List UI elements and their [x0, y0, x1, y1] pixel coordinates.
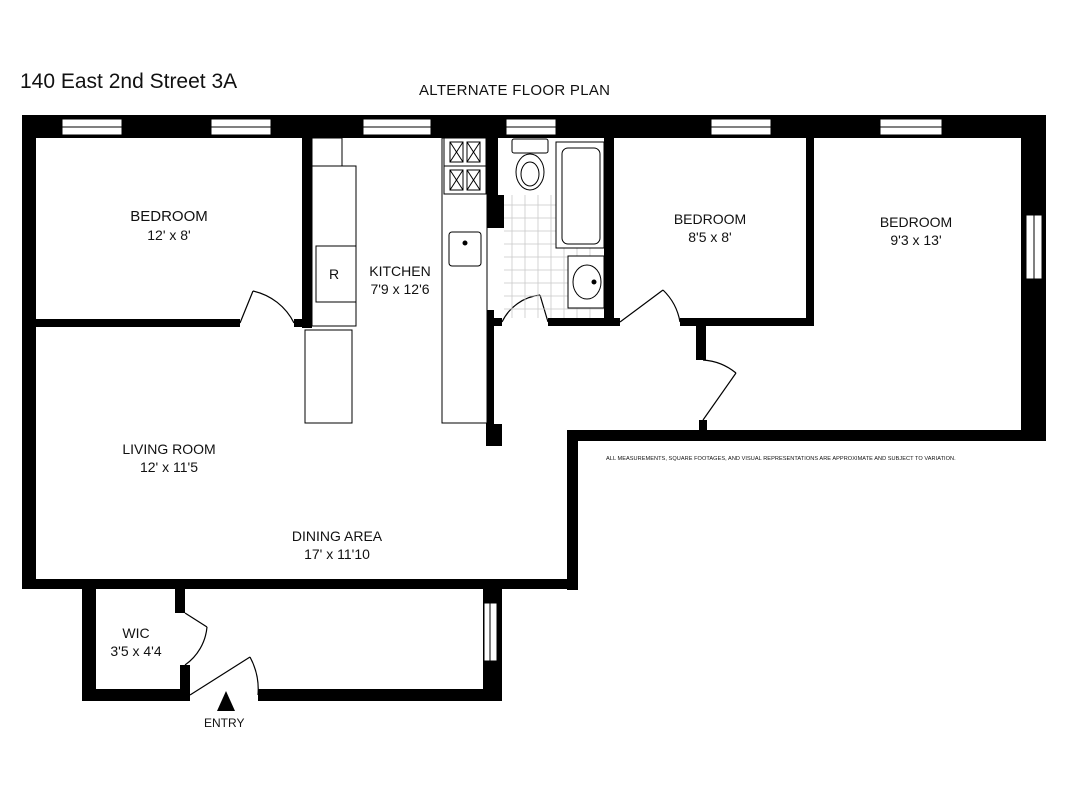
- room-label-living-room: LIVING ROOM 12' x 11'5: [104, 440, 234, 476]
- room-name: LIVING ROOM: [122, 441, 216, 457]
- room-size: 3'5 x 4'4: [110, 643, 162, 659]
- room-size: 12' x 11'5: [139, 459, 199, 475]
- toilet-tank: [511, 138, 549, 154]
- kitchen-fixtures: [304, 137, 488, 424]
- refrigerator-label: R: [329, 266, 340, 282]
- interior-walls: [36, 138, 814, 695]
- kitchen-counter-upper: [311, 137, 343, 167]
- entry-label: ENTRY: [204, 716, 245, 730]
- exterior-walls: [22, 115, 1046, 701]
- room-label-kitchen: KITCHEN 7'9 x 12'6: [356, 262, 444, 298]
- room-name: BEDROOM: [673, 211, 747, 227]
- room-size: 7'9 x 12'6: [370, 281, 430, 297]
- entry-arrow-icon: [217, 691, 235, 711]
- room-name: BEDROOM: [130, 208, 208, 225]
- room-size: 17' x 11'10: [304, 546, 370, 562]
- room-size: 9'3 x 13': [890, 232, 942, 248]
- disclaimer-text: ALL MEASUREMENTS, SQUARE FOOTAGES, AND V…: [606, 456, 956, 462]
- windows: [61, 118, 1043, 662]
- room-name: BEDROOM: [879, 214, 953, 230]
- room-label-bedroom-middle: BEDROOM 8'5 x 8': [650, 210, 770, 246]
- room-label-bedroom-right: BEDROOM 9'3 x 13': [856, 213, 976, 249]
- kitchen-island: [304, 329, 353, 424]
- room-size: 12' x 8': [147, 227, 191, 243]
- doors: [184, 289, 737, 696]
- room-name: KITCHEN: [369, 263, 431, 279]
- refrigerator-box: [315, 245, 357, 303]
- kitchen-sink: [448, 231, 482, 267]
- room-name: DINING AREA: [291, 528, 383, 544]
- room-name: WIC: [122, 625, 150, 641]
- room-size: 8'5 x 8': [688, 229, 732, 245]
- plan-title: ALTERNATE FLOOR PLAN: [419, 82, 611, 99]
- room-label-dining-area: DINING AREA 17' x 11'10: [272, 527, 402, 563]
- bathroom-fixtures: [498, 138, 605, 318]
- room-label-wic: WIC 3'5 x 4'4: [98, 624, 174, 660]
- room-label-bedroom-left: BEDROOM 12' x 8': [104, 208, 234, 244]
- property-address: 140 East 2nd Street 3A: [20, 70, 238, 93]
